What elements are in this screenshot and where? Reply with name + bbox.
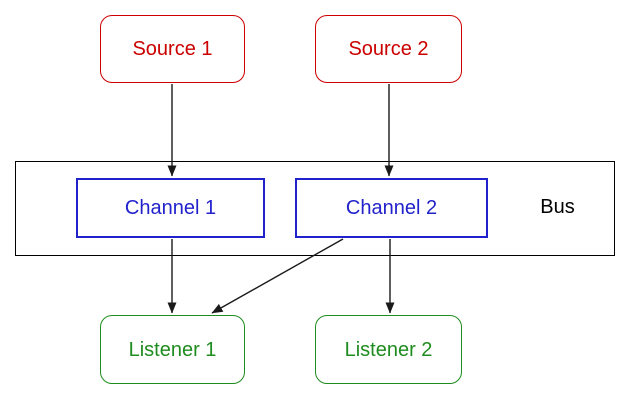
node-channel-1-label: Channel 1 (124, 197, 217, 219)
node-listener-2-label: Listener 2 (344, 338, 433, 361)
node-listener-2: Listener 2 (315, 315, 462, 384)
node-listener-1-label: Listener 1 (128, 338, 217, 361)
node-source-1-label: Source 1 (132, 38, 213, 60)
node-channel-1: Channel 1 (76, 178, 265, 238)
node-source-1: Source 1 (100, 15, 245, 83)
node-source-2-label: Source 2 (348, 38, 429, 60)
node-source-2: Source 2 (315, 15, 462, 83)
node-listener-1: Listener 1 (100, 315, 245, 384)
node-channel-2-label: Channel 2 (345, 197, 438, 219)
node-channel-2: Channel 2 (295, 178, 488, 238)
bus-label: Bus (540, 196, 575, 218)
